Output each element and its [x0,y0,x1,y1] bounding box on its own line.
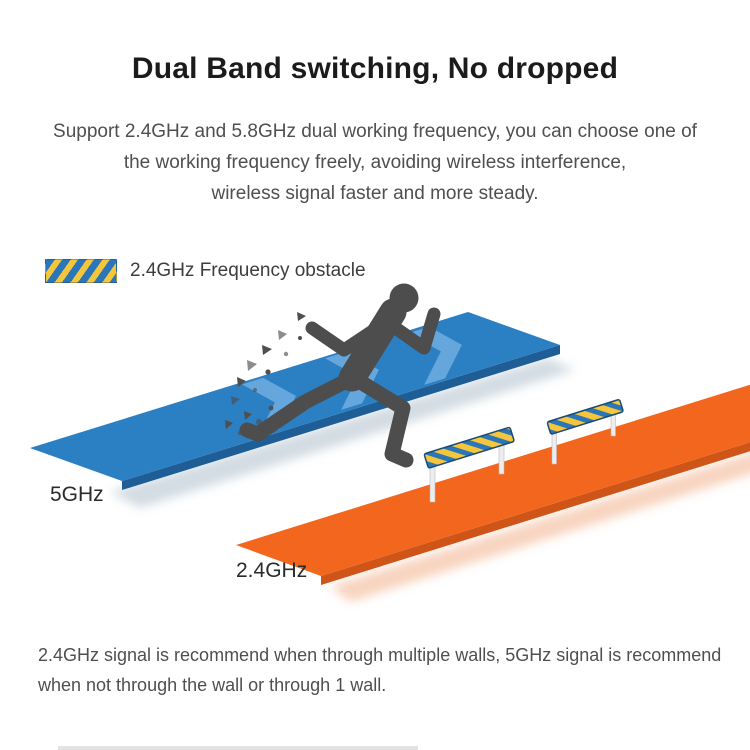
subtitle-line-1: Support 2.4GHz and 5.8GHz dual working f… [53,121,697,142]
bottom-page-edge [58,746,418,750]
obstacle-legend: 2.4GHz Frequency obstacle [45,259,366,283]
subtitle-paragraph: Support 2.4GHz and 5.8GHz dual working f… [0,116,750,209]
track-24ghz-label: 2.4GHz [236,559,308,582]
runner-figure-icon [239,283,441,468]
footer-line-1: 2.4GHz signal is recommend when through … [38,645,722,665]
page-title: Dual Band switching, No dropped [131,52,619,85]
footer-line-2: when not through the wall or through 1 w… [38,675,387,695]
subtitle-line-2: the working frequency freely, avoiding w… [123,152,627,173]
obstacle-legend-label: 2.4GHz Frequency obstacle [130,260,366,281]
footer-note: 2.4GHz signal is recommend when through … [38,640,721,700]
dual-band-illustration: 5GHz 2.4GHz [0,250,750,610]
hurdle-obstacle-2 [546,399,624,465]
obstacle-stripe-swatch-icon [45,259,117,283]
subtitle-line-3: wireless signal faster and more steady. [211,183,539,204]
dual-band-scene-svg [30,283,750,602]
track-24ghz-shape [236,384,750,602]
hurdle-obstacle-1 [423,426,515,503]
track-5ghz-label: 5GHz [50,483,104,506]
